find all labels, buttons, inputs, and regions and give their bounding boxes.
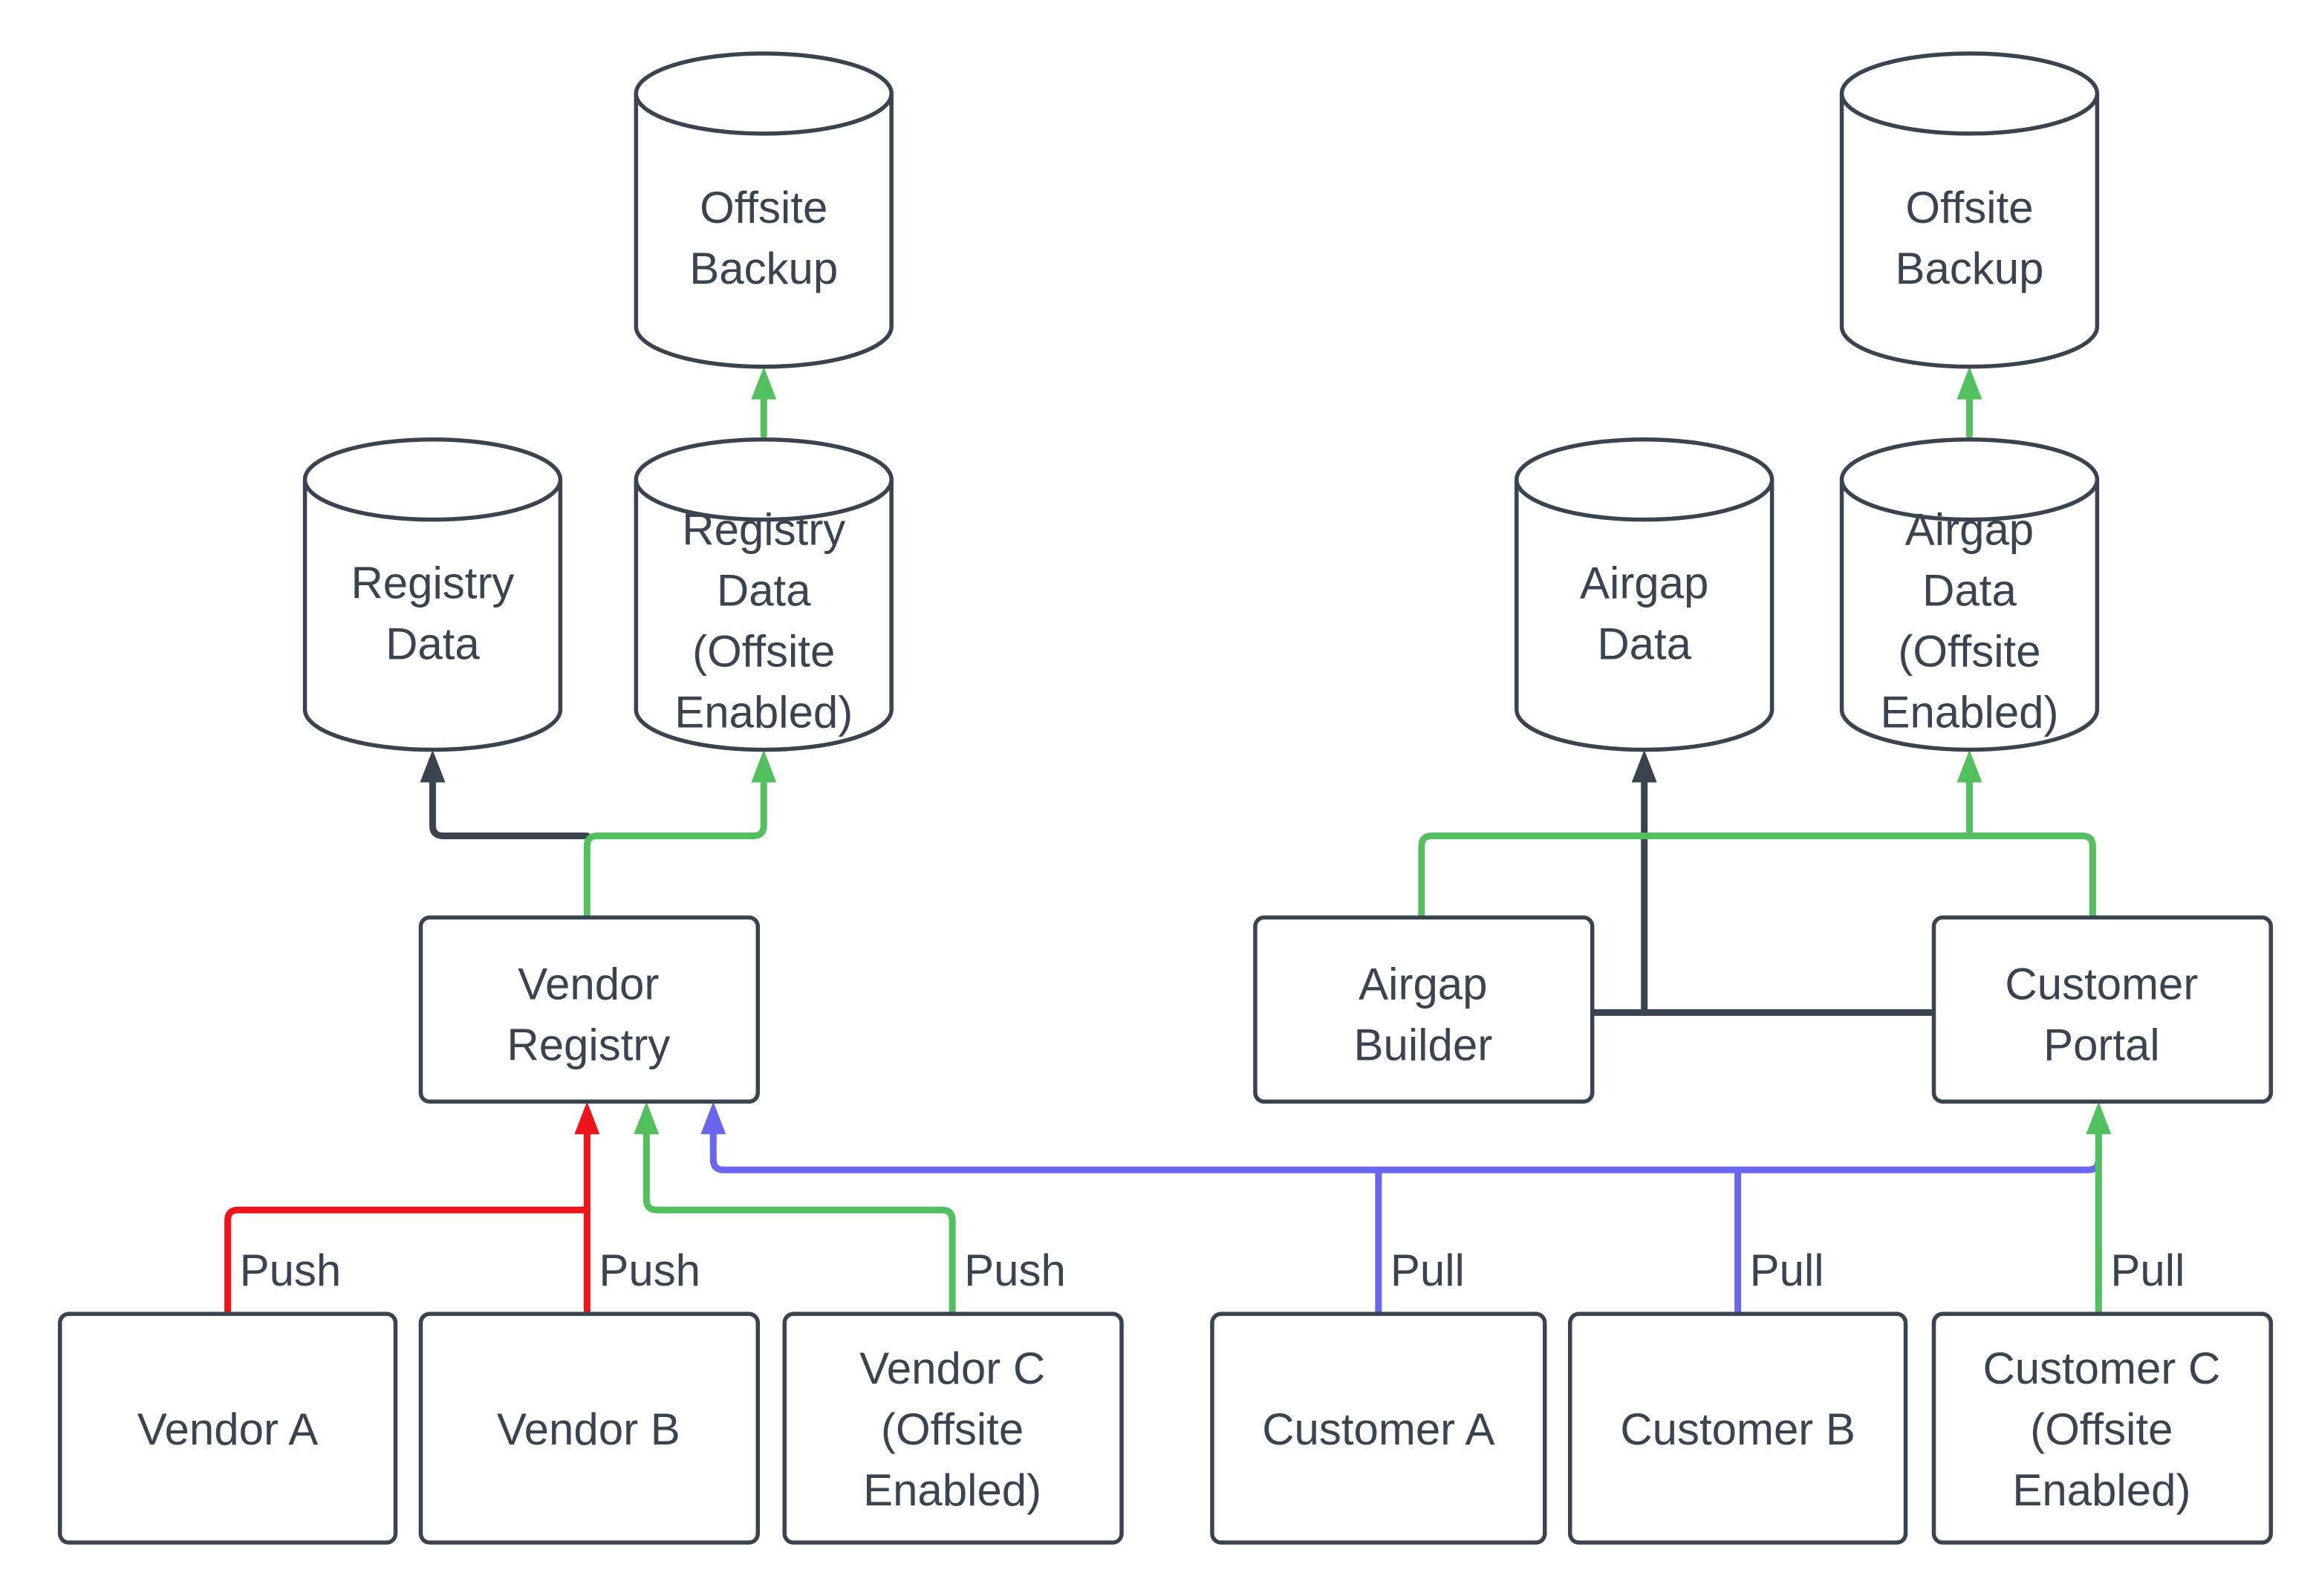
node-label-line: Offsite	[700, 183, 827, 232]
arrowhead-airgap-data	[1631, 749, 1657, 783]
arrowhead-push-red	[574, 1101, 600, 1135]
edge-labels: Push Push Push Pull Pull Pull	[240, 1245, 2185, 1295]
box	[418, 1312, 760, 1545]
cylinder-body	[634, 93, 894, 369]
node-label-line: Airgap	[1580, 558, 1708, 608]
arrowhead-push-green	[634, 1101, 660, 1135]
node-label-line: Data	[386, 619, 480, 669]
node-label-line: Customer C	[1982, 1343, 2220, 1393]
edges	[224, 366, 2112, 1317]
node-airgap-data-offsite: Airgap Data (Offsite Enabled)	[1839, 437, 2100, 752]
node-vendor-c: Vendor C (Offsite Enabled)	[782, 1312, 1124, 1545]
node-label-line: Enabled)	[674, 688, 853, 737]
edge-label-push-c: Push	[964, 1245, 1066, 1295]
node-label-line: Vendor	[518, 959, 659, 1009]
node-label-line: Backup	[689, 244, 838, 293]
node-label-line: (Offsite	[692, 627, 835, 677]
arrowhead-airgap-data-offsite	[1956, 749, 1982, 783]
cylinder-top	[302, 437, 563, 522]
node-label-line: Offsite	[1905, 183, 2033, 232]
arrowhead-customer-c-pull	[2086, 1101, 2112, 1135]
box	[1210, 1312, 1547, 1545]
node-vendor-a: Vendor A	[57, 1312, 398, 1545]
cylinder-top	[1839, 437, 2100, 522]
cylinder-top	[1515, 437, 1774, 522]
node-label-line: Enabled)	[2012, 1465, 2190, 1515]
edge-label-pull-a: Pull	[1390, 1245, 1465, 1295]
node-label-line: Registry	[507, 1020, 670, 1069]
node-label-line: Airgap	[1905, 505, 2034, 555]
arrowhead-registry-data	[420, 749, 446, 783]
edge-label-pull-c: Pull	[2110, 1245, 2184, 1295]
node-label-line: Customer	[2005, 959, 2198, 1009]
edge-registry-offsite-green	[583, 775, 767, 921]
edge-label-push-b: Push	[599, 1245, 700, 1295]
node-label-line: Vendor B	[497, 1404, 680, 1454]
node-customer-b: Customer B	[1567, 1312, 1908, 1545]
node-label-line: Vendor C	[859, 1343, 1045, 1393]
node-label-line: Airgap	[1359, 959, 1487, 1009]
edge-registry-data-dark	[429, 775, 591, 839]
node-offsite-backup-right: Offsite Backup	[1839, 51, 2100, 369]
box	[782, 1312, 1124, 1545]
node-label-line: Customer B	[1620, 1404, 1855, 1454]
cylinder-top	[634, 437, 894, 522]
node-label-line: (Offsite	[1898, 627, 2040, 677]
node-label-line: Portal	[2043, 1020, 2160, 1069]
node-label-line: Enabled)	[863, 1465, 1041, 1515]
node-label-line: Enabled)	[1880, 688, 2058, 737]
node-vendor-registry: Vendor Registry	[418, 915, 760, 1104]
cylinder-body	[302, 479, 563, 752]
node-label-line: Data	[1922, 566, 2017, 616]
node-label-line: Vendor A	[137, 1404, 318, 1454]
arrowhead-offsite-backup-right	[1956, 366, 1982, 400]
node-registry-data-offsite: Registry Data (Offsite Enabled)	[634, 437, 894, 752]
box	[418, 915, 760, 1104]
cylinder-body	[1839, 93, 2100, 369]
box	[1567, 1312, 1908, 1545]
node-label-line: Backup	[1895, 244, 2043, 293]
cylinder-top	[634, 51, 894, 136]
node-offsite-backup-left: Offsite Backup	[634, 51, 894, 369]
node-airgap-data: Airgap Data	[1515, 437, 1774, 752]
edge-offsite-tree-green	[1418, 832, 2096, 921]
node-label-line: Registry	[351, 558, 514, 608]
arrowhead-pull-blue	[700, 1101, 726, 1135]
node-customer-c: Customer C (Offsite Enabled)	[1931, 1312, 2274, 1545]
cylinder-body	[634, 479, 894, 752]
box	[1931, 1312, 2274, 1545]
cylinder-top	[1839, 51, 2100, 136]
node-customer-a: Customer A	[1210, 1312, 1547, 1545]
node-label-line: (Offsite	[881, 1404, 1024, 1454]
node-registry-data: Registry Data	[302, 437, 563, 752]
node-label-line: Customer A	[1262, 1404, 1494, 1454]
arrowhead-offsite-backup-left	[751, 366, 777, 400]
edge-vendor-c-push-green	[642, 1127, 956, 1317]
edge-vendor-a-push-red	[224, 1206, 591, 1317]
edge-pull-trunk-blue	[709, 1127, 2102, 1173]
edge-label-pull-b: Pull	[1750, 1245, 1824, 1295]
box	[57, 1312, 398, 1545]
node-label-line: Data	[1597, 619, 1691, 669]
edge-label-push-a: Push	[240, 1245, 342, 1295]
node-label-line: (Offsite	[2030, 1404, 2173, 1454]
cylinder-body	[1515, 479, 1774, 752]
box	[1253, 915, 1595, 1104]
box	[1931, 915, 2274, 1104]
node-customer-portal: Customer Portal	[1931, 915, 2274, 1104]
cylinder-body	[1839, 479, 2100, 752]
node-label-line: Registry	[682, 505, 845, 555]
arrowhead-registry-data-offsite	[751, 749, 777, 783]
node-label-line: Data	[717, 566, 811, 616]
node-vendor-b: Vendor B	[418, 1312, 760, 1545]
node-airgap-builder: Airgap Builder	[1253, 915, 1595, 1104]
node-label-line: Builder	[1353, 1020, 1492, 1069]
